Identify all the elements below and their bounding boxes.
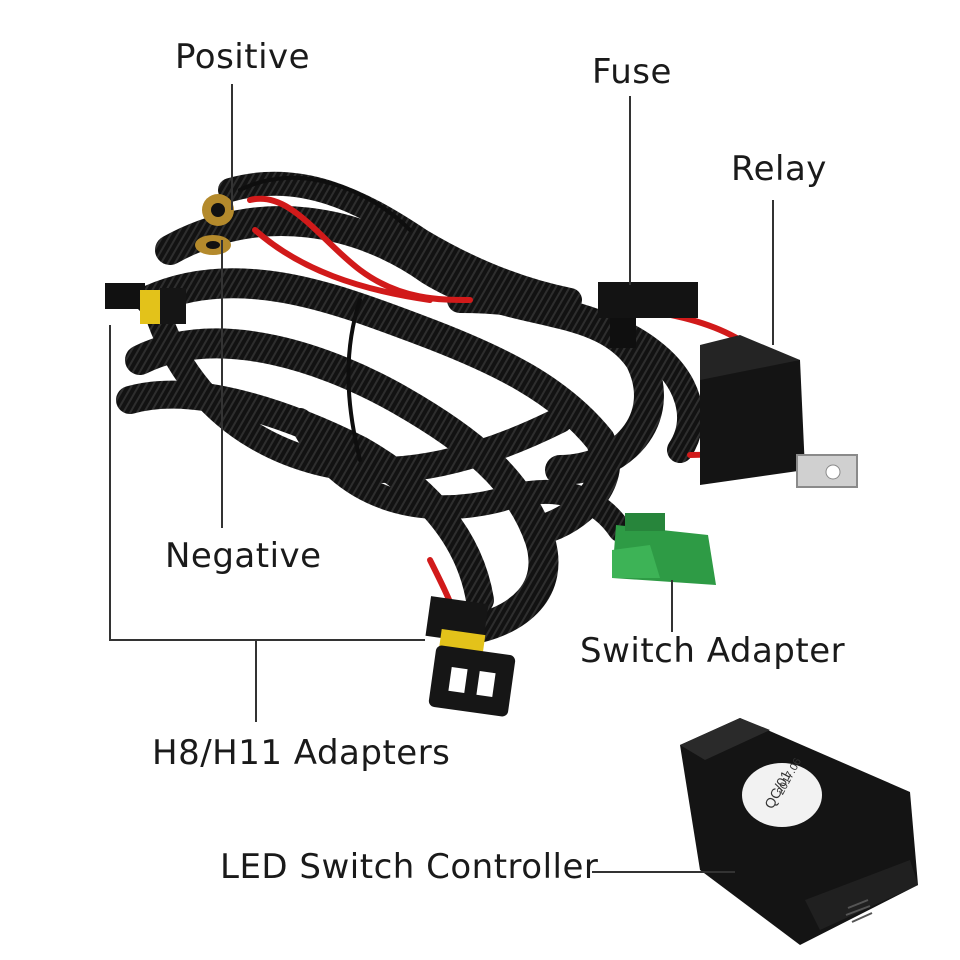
leader-lines	[109, 84, 774, 873]
ring-terminal-negative	[195, 235, 231, 255]
h8-h11-connector-bottom	[425, 596, 516, 717]
callout-h8-h11-adapters: H8/H11 Adapters	[152, 733, 451, 773]
led-switch-controller	[680, 718, 918, 945]
callout-negative: Negative	[165, 536, 322, 576]
callout-positive: Positive	[175, 37, 311, 77]
switch-adapter-connector	[612, 513, 716, 585]
callout-led-switch-controller: LED Switch Controller	[220, 847, 599, 887]
fuse-holder	[598, 282, 698, 348]
callout-relay: Relay	[731, 149, 827, 189]
callout-switch-adapter: Switch Adapter	[580, 631, 846, 671]
wire-loom	[116, 171, 703, 645]
h8-h11-connector-left	[105, 283, 186, 324]
relay-block	[700, 335, 858, 488]
callout-fuse: Fuse	[592, 52, 672, 92]
black-thin-wire	[238, 175, 412, 462]
ring-terminal-positive	[202, 194, 234, 226]
leader-h8-left	[109, 325, 425, 641]
